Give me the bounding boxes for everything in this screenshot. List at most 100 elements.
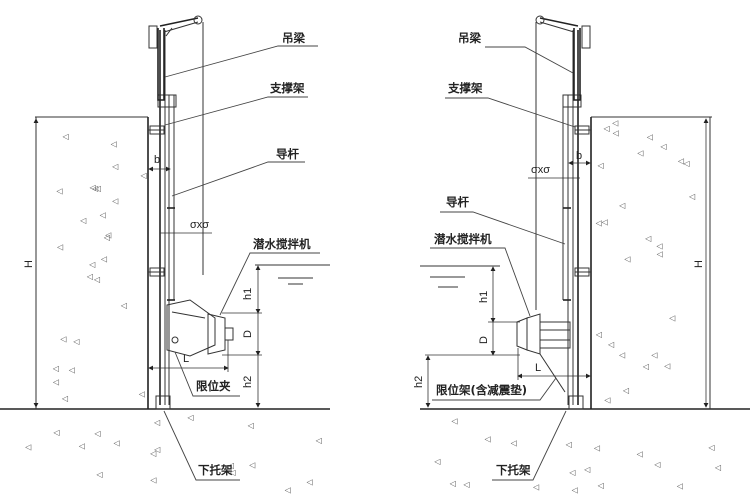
aggregate-mark: ◁: [153, 418, 160, 427]
aggregate-mark: ◁: [89, 183, 96, 192]
left-label-bottom-bracket: 下托架: [198, 463, 233, 477]
aggregate-mark: ◁: [53, 428, 60, 437]
left-dim-rod-size-label: σxσ: [190, 219, 209, 231]
aggregate-mark: ◁: [103, 233, 110, 242]
aggregate-mark: ◁: [138, 390, 145, 399]
right-dim-L: L: [517, 348, 591, 380]
left-dim-L-label: L: [183, 353, 189, 365]
aggregate-mark: ◁: [315, 436, 322, 445]
right-dim-H: H: [693, 118, 709, 408]
aggregate-mark: ◁: [636, 149, 643, 158]
aggregate-mark: ◁: [110, 139, 117, 148]
right-dim-heights: h1 D h2: [413, 266, 520, 408]
aggregate-mark: ◁: [91, 184, 98, 193]
aggregate-mark: ◁: [56, 186, 63, 195]
aggregate-mark: ◁: [449, 479, 456, 488]
aggregate-mark: ◁: [149, 449, 156, 458]
left-dim-H: H: [23, 118, 39, 408]
right-dim-D-label: D: [478, 336, 490, 344]
aggregate-mark: ◁: [111, 197, 118, 206]
aggregate-mark: ◁: [532, 483, 539, 492]
aggregate-mark: ◁: [111, 162, 118, 171]
aggregate-mark: ◁: [88, 260, 95, 269]
aggregate-mark: ◁: [683, 159, 690, 168]
aggregate-mark: ◁: [61, 394, 68, 403]
aggregate-mark: ◁: [583, 465, 590, 474]
left-dim-H-label: H: [23, 260, 35, 268]
left-dim-heights: h1 D h2: [222, 265, 262, 408]
left-label-support-frame: 支撑架: [269, 81, 305, 95]
aggregate-mark: ◁: [510, 439, 517, 448]
right-aggregate-pattern: ◁◁◁◁◁◁◁◁◁◁◁◁◁◁◁◁◁◁◁◁◁◁◁◁◁◁◁◁◁◁◁◁◁◁◁◁◁◁◁◁…: [433, 118, 721, 494]
aggregate-mark: ◁: [140, 171, 147, 180]
aggregate-mark: ◁: [227, 461, 234, 470]
aggregate-mark: ◁: [463, 480, 470, 489]
aggregate-mark: ◁: [52, 364, 59, 373]
aggregate-mark: ◁: [676, 481, 683, 490]
aggregate-mark: ◁: [714, 463, 721, 472]
aggregate-mark: ◁: [78, 441, 85, 450]
aggregate-mark: ◁: [677, 156, 684, 165]
aggregate-mark: ◁: [484, 434, 491, 443]
aggregate-mark: ◁: [52, 377, 59, 386]
aggregate-mark: ◁: [306, 477, 313, 486]
aggregate-mark: ◁: [94, 184, 101, 193]
aggregate-mark: ◁: [62, 132, 69, 141]
right-dim-b-label: b: [576, 150, 582, 162]
aggregate-mark: ◁: [603, 395, 610, 404]
aggregate-mark: ◁: [595, 330, 602, 339]
aggregate-mark: ◁: [93, 275, 100, 284]
aggregate-mark: ◁: [565, 440, 572, 449]
right-dim-rod-size: σxσ: [528, 164, 580, 179]
aggregate-mark: ◁: [660, 142, 667, 151]
right-water-level: [420, 265, 500, 288]
right-label-bottom-bracket: 下托架: [496, 463, 531, 477]
right-label-limit-frame: 限位架(含减震垫): [436, 383, 527, 397]
left-submersible-mixer: [166, 299, 234, 357]
left-aggregate-pattern: ◁◁◁◁◁◁◁◁◁◁◁◁◁◁◁◁◁◁◁◁◁◁◁◁◁◁◁◁◁◁◁◁◁◁◁◁◁◁◁◁…: [24, 132, 322, 495]
aggregate-mark: ◁: [650, 351, 657, 360]
aggregate-mark: ◁: [601, 218, 608, 227]
aggregate-mark: ◁: [451, 416, 458, 425]
aggregate-mark: ◁: [113, 439, 120, 448]
aggregate-mark: ◁: [622, 386, 629, 395]
aggregate-mark: ◁: [187, 413, 194, 422]
aggregate-mark: ◁: [247, 421, 254, 430]
aggregate-mark: ◁: [593, 444, 600, 453]
right-label-guide-rod: 导杆: [446, 195, 469, 209]
aggregate-mark: ◁: [611, 118, 618, 127]
left-guide-rod-assembly: [148, 15, 204, 410]
aggregate-mark: ◁: [99, 211, 106, 220]
aggregate-mark: ◁: [607, 340, 614, 349]
aggregate-mark: ◁: [24, 443, 31, 452]
right-submersible-mixer: [516, 313, 571, 393]
aggregate-mark: ◁: [688, 192, 695, 201]
aggregate-mark: ◁: [656, 242, 663, 251]
aggregate-mark: ◁: [656, 249, 663, 258]
aggregate-mark: ◁: [708, 443, 715, 452]
aggregate-mark: ◁: [612, 129, 619, 138]
right-dim-rod-size-label: σxσ: [531, 164, 550, 176]
aggregate-mark: ◁: [120, 301, 127, 310]
aggregate-mark: ◁: [595, 219, 602, 228]
right-label-mixer: 潜水搅拌机: [434, 232, 492, 246]
left-dim-L: L: [148, 340, 229, 372]
right-dim-H-label: H: [693, 260, 705, 268]
aggregate-mark: ◁: [72, 337, 79, 346]
aggregate-mark: ◁: [149, 476, 156, 485]
aggregate-mark: ◁: [568, 468, 575, 477]
aggregate-mark: ◁: [94, 429, 101, 438]
left-dim-rod-size: σxσ: [160, 219, 212, 234]
left-dim-h2-label: h2: [242, 376, 254, 388]
right-guide-rod-assembly: [535, 15, 591, 410]
aggregate-mark: ◁: [618, 351, 625, 360]
right-dim-h2-label: h2: [413, 376, 425, 388]
left-dim-b-label: b: [154, 154, 160, 166]
aggregate-mark: ◁: [642, 362, 649, 371]
left-view: H: [0, 15, 330, 481]
aggregate-mark: ◁: [644, 234, 651, 243]
aggregate-mark: ◁: [68, 366, 75, 375]
aggregate-mark: ◁: [646, 133, 653, 142]
left-dim-b: b: [148, 154, 171, 172]
